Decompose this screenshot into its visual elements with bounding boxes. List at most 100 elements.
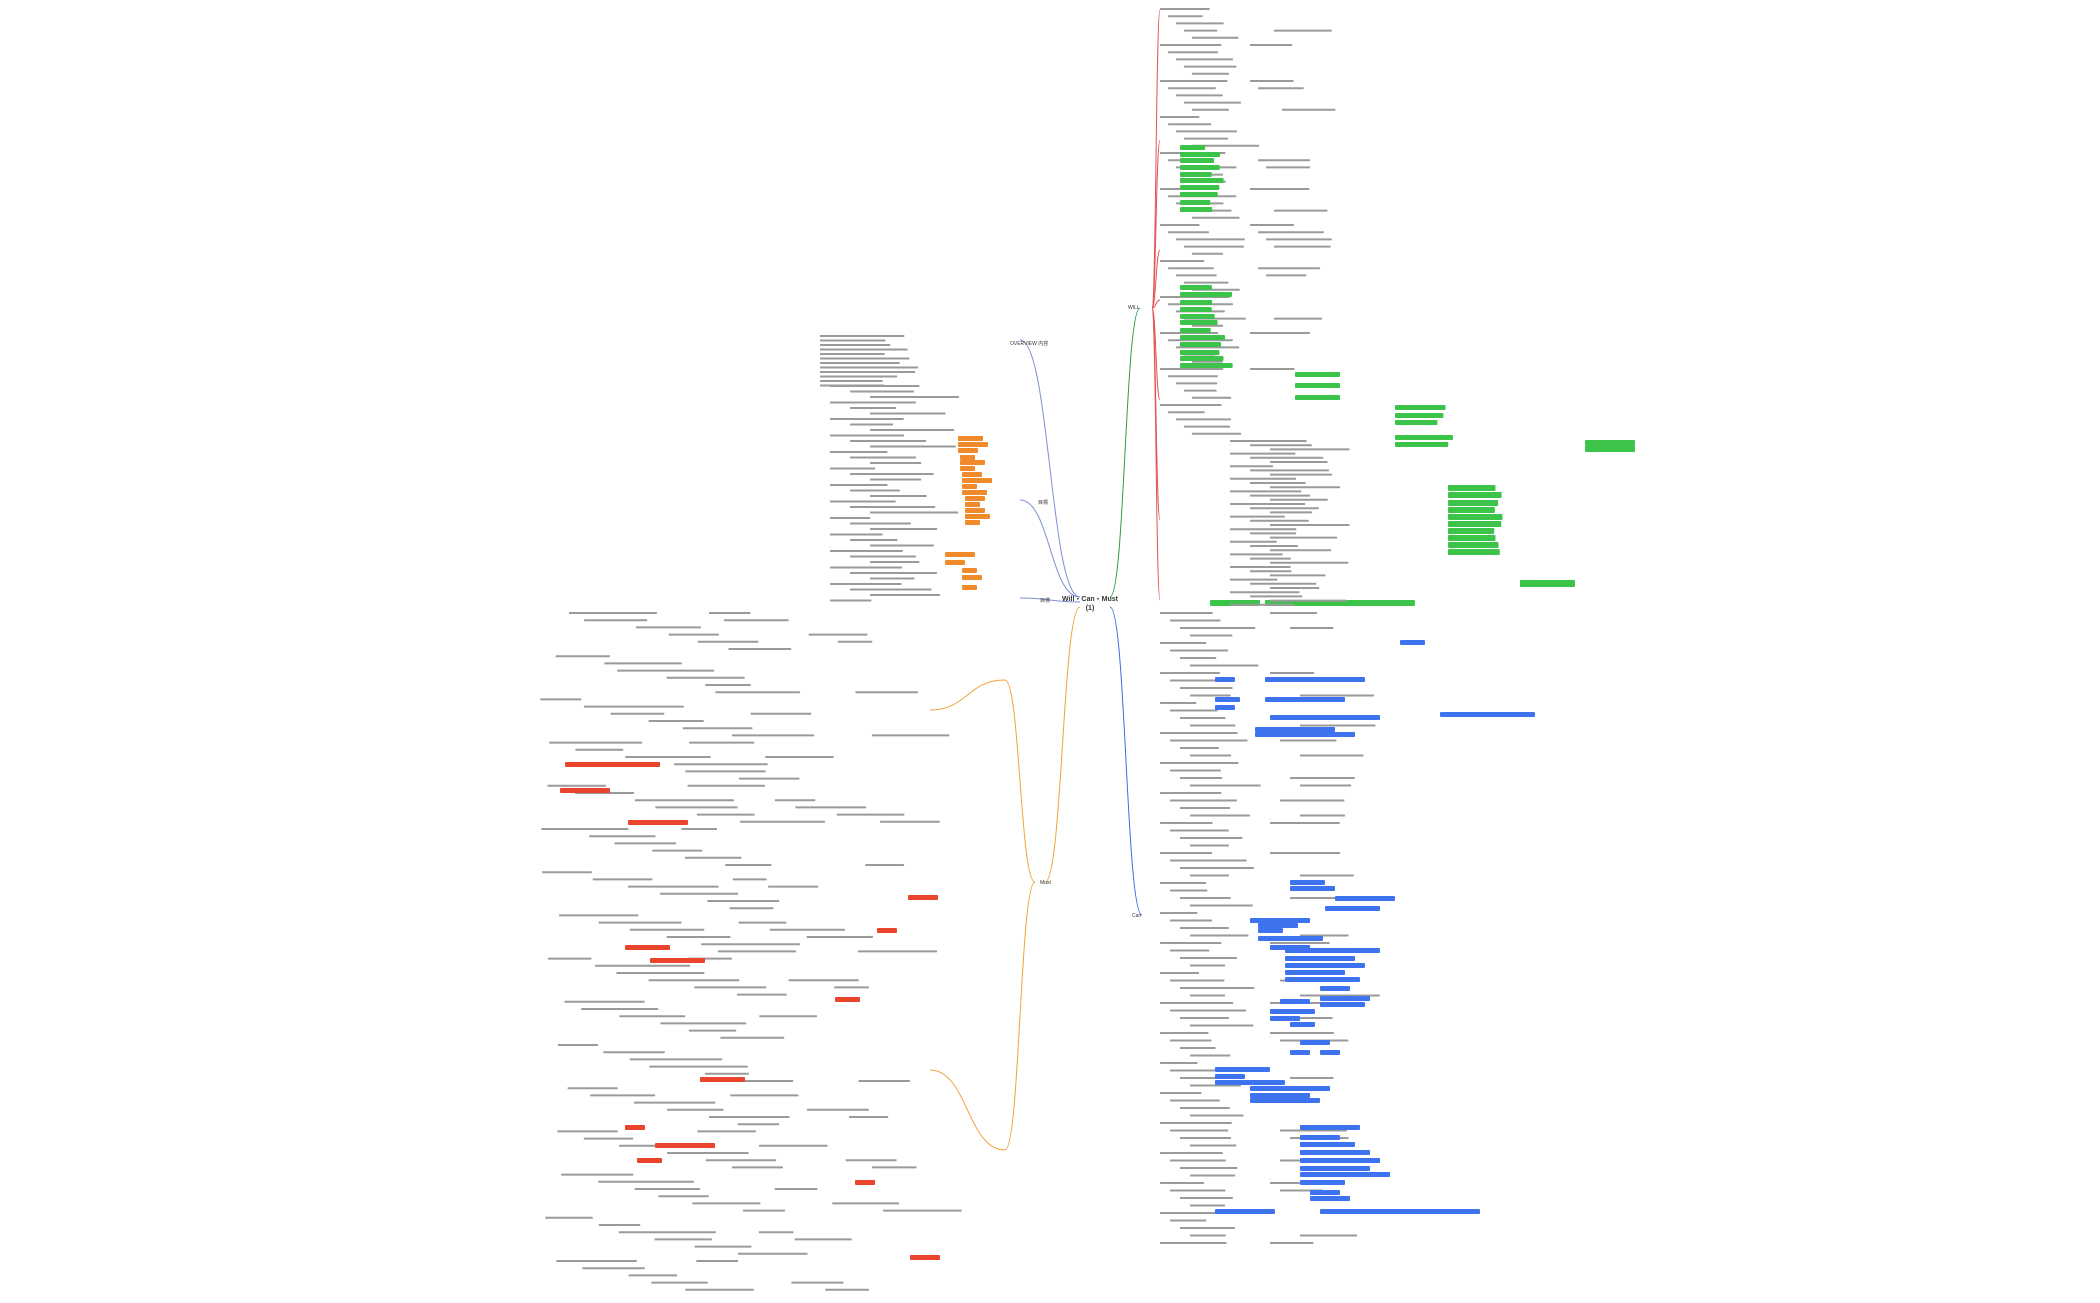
can-blue-node[interactable] — [1285, 948, 1380, 953]
must-red-node[interactable] — [835, 997, 860, 1002]
branch-will-label[interactable]: WILL — [1128, 305, 1140, 311]
goal-orange-node[interactable] — [958, 442, 988, 447]
can-blue-node[interactable] — [1215, 705, 1235, 710]
can-blue-node[interactable] — [1265, 697, 1345, 702]
can-blue-node[interactable] — [1300, 1142, 1355, 1147]
will-green-node[interactable] — [1180, 165, 1220, 170]
will-green-node[interactable] — [1180, 300, 1213, 305]
must-red-node[interactable] — [877, 928, 897, 933]
can-blue-node[interactable] — [1300, 1125, 1360, 1130]
can-blue-node[interactable] — [1290, 1050, 1310, 1055]
can-blue-node[interactable] — [1255, 732, 1355, 737]
will-green-node[interactable] — [1295, 383, 1340, 388]
will-green-node[interactable] — [1448, 528, 1495, 534]
branch-goal-label-2[interactable]: 目標 — [1040, 598, 1051, 604]
can-blue-node[interactable] — [1285, 977, 1360, 982]
can-blue-node[interactable] — [1300, 1135, 1340, 1140]
will-green-node[interactable] — [1180, 178, 1224, 183]
goal-orange-node[interactable] — [945, 552, 975, 557]
will-green-node[interactable] — [1520, 580, 1575, 587]
can-blue-node[interactable] — [1215, 677, 1235, 682]
will-green-node[interactable] — [1180, 363, 1233, 368]
can-blue-node[interactable] — [1335, 896, 1395, 901]
will-green-node[interactable] — [1180, 307, 1212, 312]
will-green-node[interactable] — [1180, 200, 1211, 205]
can-blue-node[interactable] — [1300, 1180, 1345, 1185]
can-blue-node[interactable] — [1258, 923, 1298, 928]
goal-orange-node[interactable] — [965, 502, 980, 507]
will-green-node[interactable] — [1180, 145, 1206, 150]
can-blue-node[interactable] — [1265, 677, 1365, 682]
goal-orange-node[interactable] — [965, 496, 985, 501]
can-blue-node[interactable] — [1320, 1209, 1480, 1214]
branch-goal-label-1[interactable]: 目標 — [1038, 500, 1049, 506]
will-green-node[interactable] — [1295, 395, 1340, 400]
can-blue-node[interactable] — [1280, 999, 1310, 1004]
will-green-node[interactable] — [1180, 292, 1233, 297]
must-red-node[interactable] — [565, 762, 660, 767]
will-green-node[interactable] — [1448, 492, 1502, 498]
will-green-node[interactable] — [1395, 420, 1438, 425]
goal-orange-node[interactable] — [965, 520, 980, 525]
will-green-node[interactable] — [1448, 500, 1499, 506]
will-green-node[interactable] — [1180, 328, 1211, 333]
can-blue-node[interactable] — [1270, 715, 1380, 720]
must-red-node[interactable] — [625, 1125, 645, 1130]
can-blue-node[interactable] — [1300, 1172, 1390, 1177]
will-green-node[interactable] — [1295, 372, 1340, 377]
will-green-node[interactable] — [1395, 405, 1446, 410]
can-blue-node[interactable] — [1250, 918, 1310, 923]
can-blue-node[interactable] — [1215, 1209, 1275, 1214]
can-blue-node[interactable] — [1270, 1016, 1300, 1021]
can-blue-node[interactable] — [1300, 1040, 1330, 1045]
branch-overview-label[interactable]: OVERVIEW 内容 — [1010, 341, 1049, 347]
will-green-node[interactable] — [1180, 350, 1220, 355]
will-green-node[interactable] — [1448, 542, 1499, 548]
will-green-node[interactable] — [1448, 535, 1496, 541]
goal-orange-node[interactable] — [958, 448, 978, 453]
must-red-node[interactable] — [908, 895, 938, 900]
can-blue-node[interactable] — [1250, 1086, 1330, 1091]
will-green-node[interactable] — [1180, 192, 1218, 197]
will-green-node[interactable] — [1585, 440, 1635, 446]
can-blue-node[interactable] — [1300, 1150, 1370, 1155]
will-green-node[interactable] — [1448, 521, 1502, 527]
will-green-node[interactable] — [1448, 485, 1496, 491]
goal-orange-node[interactable] — [962, 484, 977, 489]
must-red-node[interactable] — [700, 1077, 745, 1082]
can-blue-node[interactable] — [1325, 906, 1380, 911]
can-blue-node[interactable] — [1440, 712, 1535, 717]
can-blue-node[interactable] — [1285, 963, 1365, 968]
goal-orange-node[interactable] — [962, 585, 977, 590]
can-blue-node[interactable] — [1250, 1093, 1310, 1098]
can-blue-node[interactable] — [1255, 727, 1335, 732]
can-blue-node[interactable] — [1258, 936, 1323, 941]
can-blue-node[interactable] — [1215, 1074, 1245, 1079]
can-blue-node[interactable] — [1215, 1080, 1285, 1085]
can-blue-node[interactable] — [1350, 996, 1370, 1001]
will-green-node[interactable] — [1448, 514, 1503, 520]
can-blue-node[interactable] — [1285, 970, 1345, 975]
can-blue-node[interactable] — [1320, 1050, 1340, 1055]
will-green-node[interactable] — [1180, 356, 1224, 361]
can-blue-node[interactable] — [1290, 1022, 1315, 1027]
will-green-node[interactable] — [1448, 507, 1495, 513]
goal-orange-node[interactable] — [962, 478, 992, 483]
will-green-node[interactable] — [1395, 435, 1453, 440]
must-red-node[interactable] — [855, 1180, 875, 1185]
will-green-node[interactable] — [1180, 314, 1215, 319]
must-red-node[interactable] — [560, 788, 610, 793]
can-blue-node[interactable] — [1290, 886, 1335, 891]
will-green-node[interactable] — [1180, 342, 1221, 347]
can-blue-node[interactable] — [1300, 1166, 1370, 1171]
will-green-node[interactable] — [1180, 207, 1213, 212]
must-red-node[interactable] — [628, 820, 688, 825]
goal-orange-node[interactable] — [965, 514, 990, 519]
goal-orange-node[interactable] — [962, 575, 982, 580]
will-green-node[interactable] — [1180, 285, 1212, 290]
will-green-node[interactable] — [1395, 442, 1449, 447]
must-red-node[interactable] — [625, 945, 670, 950]
branch-can-label[interactable]: Can — [1132, 913, 1142, 919]
will-green-node[interactable] — [1180, 152, 1221, 157]
